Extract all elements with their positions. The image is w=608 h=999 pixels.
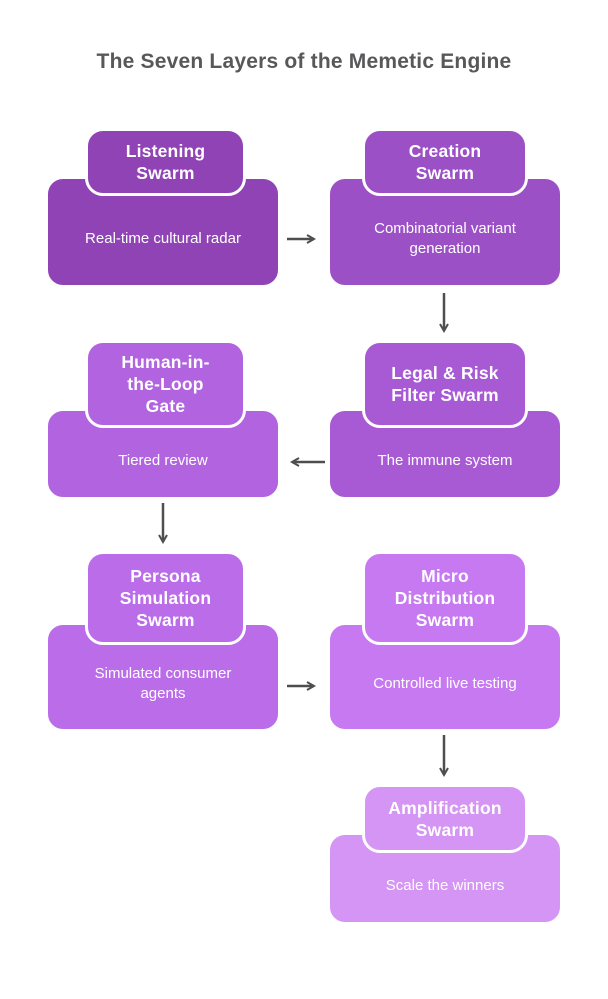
persona-simulation-title: Persona Simulation Swarm: [119, 566, 212, 630]
legal-risk-filter-title: Legal & Risk Filter Swarm: [391, 363, 499, 405]
legal-risk-filter-header: Legal & Risk Filter Swarm: [362, 340, 528, 428]
micro-distribution-title: Micro Distribution Swarm: [394, 566, 496, 630]
creation-swarm-title: Creation Swarm: [408, 141, 482, 183]
creation-swarm-description: Combinatorial variant generation: [374, 220, 516, 257]
persona-simulation-description: Simulated consumer agents: [94, 665, 232, 702]
amplification-swarm-header: Amplification Swarm: [362, 784, 528, 853]
amplification-swarm-description: Scale the winners: [385, 876, 505, 894]
listening-swarm-description: Real-time cultural radar: [85, 230, 241, 247]
listening-swarm-title: Listening Swarm: [125, 141, 206, 183]
listening-swarm-header: Listening Swarm: [85, 128, 246, 196]
legal-risk-filter-description: The immune system: [377, 452, 513, 469]
human-in-loop-gate-header: Human-in- the-Loop Gate: [85, 340, 246, 428]
amplification-swarm-title: Amplification Swarm: [388, 797, 502, 840]
human-in-loop-gate-title: Human-in- the-Loop Gate: [121, 352, 210, 416]
persona-simulation-header: Persona Simulation Swarm: [85, 551, 246, 645]
micro-distribution-header: Micro Distribution Swarm: [362, 551, 528, 645]
creation-swarm-header: Creation Swarm: [362, 128, 528, 196]
diagram-title: The Seven Layers of the Memetic Engine: [96, 50, 512, 73]
human-in-loop-gate-description: Tiered review: [118, 452, 208, 469]
micro-distribution-description: Controlled live testing: [373, 675, 517, 692]
